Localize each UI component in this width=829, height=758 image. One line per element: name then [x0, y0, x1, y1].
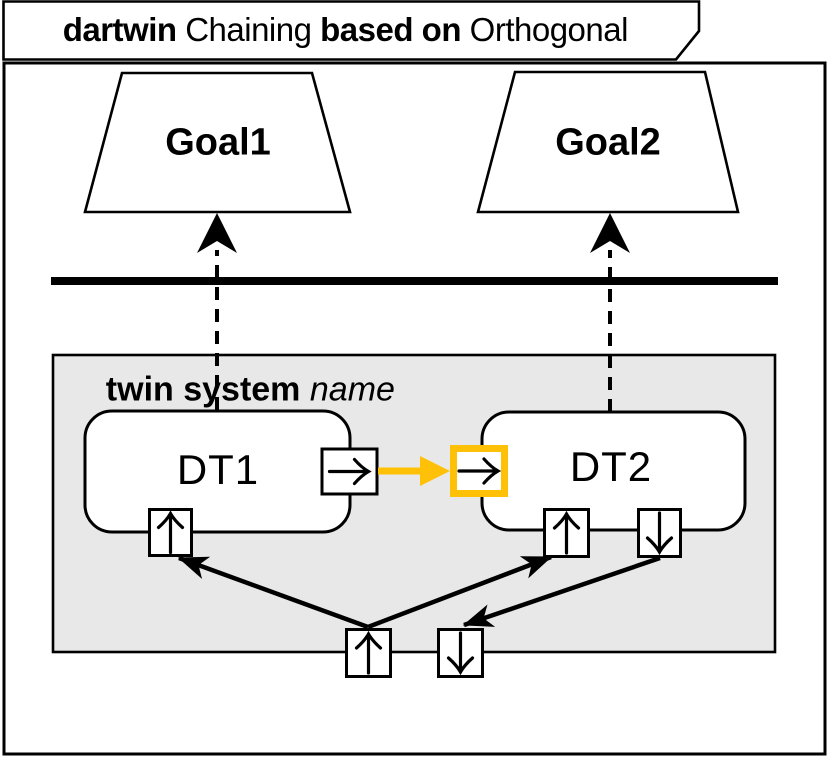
goal2-arrowhead-icon: [590, 213, 630, 253]
twin-system-label: twin system name: [68, 332, 395, 449]
dt1-output-port: [320, 447, 379, 496]
goal1-trapezoid: [83, 71, 352, 214]
dt1-label: DT1: [176, 446, 260, 493]
goal1-arrowhead-icon: [197, 213, 237, 253]
boundary-to-dt2-flow-arrow: [367, 554, 553, 630]
system-boundary-input-port: [345, 628, 392, 678]
dt1-bottom-input-port: [148, 508, 193, 557]
dt1-to-dt2-chaining-arrow: [378, 456, 450, 486]
dt2-bottom-output-port: [637, 508, 682, 558]
frame-title: dartwin Chaining based on Orthogonal: [28, 0, 629, 87]
goal2-trapezoid: [476, 70, 740, 214]
boundary-to-dt1-flow-arrow: [177, 555, 369, 630]
title-segment-keyword2: based on: [320, 11, 461, 48]
goal1-label: Goal1: [165, 121, 271, 164]
title-segment-name: Chaining: [176, 11, 321, 48]
twin-system-name: name: [309, 370, 395, 409]
frame-title-tab: [2, 0, 701, 61]
dt2-label: DT2: [569, 443, 653, 490]
twin-system-keyword: twin system: [105, 370, 301, 409]
chaining-arrowhead-icon: [420, 456, 450, 486]
title-segment-base: Orthogonal: [461, 11, 629, 48]
system-boundary-output-port: [437, 628, 484, 678]
dt1-to-goal1-dashed-arrow: [197, 213, 237, 410]
dt2-input-port-highlighted: [450, 445, 508, 497]
dt2-to-goal2-dashed-arrow: [590, 213, 630, 412]
dt2-bottom-input-port: [543, 508, 590, 558]
goal2-label: Goal2: [555, 121, 661, 164]
title-segment-keyword: dartwin: [62, 11, 177, 48]
dt2-to-boundary-flow-arrow: [462, 555, 661, 628]
